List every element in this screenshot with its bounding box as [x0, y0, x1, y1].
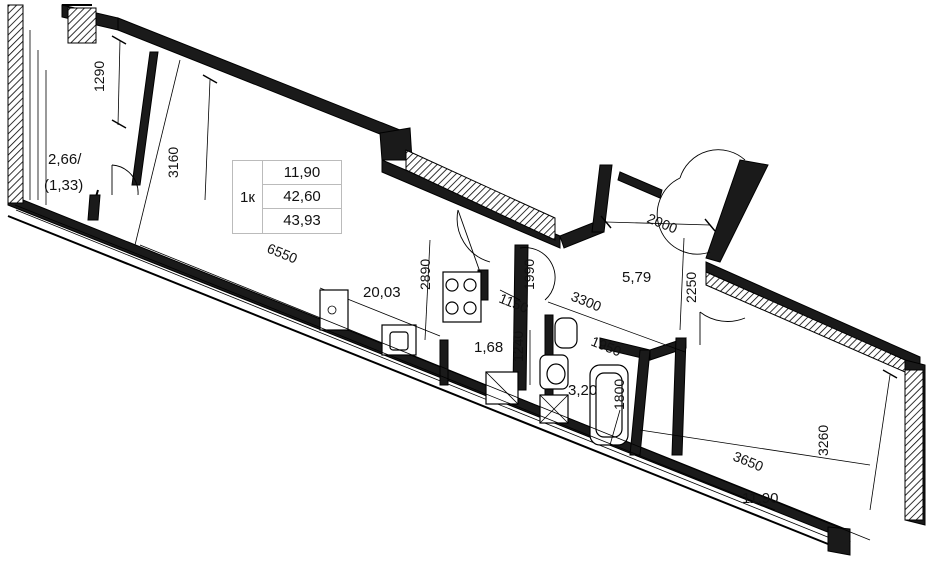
dim-loggia-depth: 1290: [91, 61, 107, 92]
boiler-icon: [319, 289, 349, 331]
interior-walls: [379, 127, 926, 556]
dim-bedroom-length: 3650: [731, 448, 766, 475]
dim-bedroom-width: 3260: [815, 425, 831, 456]
dim-living-length: 6550: [265, 240, 300, 267]
apartment-summary: 1к 11,90 42,60 43,93: [232, 160, 342, 234]
bath-area: 3,20: [568, 382, 597, 399]
loggia-glazing: [7, 4, 47, 205]
washbasin-icon: [554, 317, 578, 349]
dimension-labels: 1290 3160 6550 2890 1990 1150 1240 3300 …: [91, 61, 831, 475]
dim-wc-depth: 1240: [510, 331, 526, 362]
area-total: 42,60: [262, 184, 342, 208]
room-labels: 2,66/ (1,33) 20,03 5,79 1,68 3,20 11,90: [44, 151, 778, 507]
dimension-lines: [14, 35, 898, 541]
dim-bath-length: 1800: [611, 379, 627, 410]
bath-fixtures: [485, 317, 629, 446]
loggia-area-reduced: (1,33): [44, 177, 83, 194]
doors: [111, 149, 746, 345]
area-with-balcony: 43,93: [262, 208, 342, 234]
bedroom-area: 11,90: [742, 490, 778, 507]
loggia-area: 2,66/: [48, 151, 82, 168]
loggia-partition: [87, 51, 159, 221]
dim-hall-length: 3300: [569, 288, 604, 315]
exterior-wall-top: [61, 4, 401, 141]
dim-kitchen-depth: 2890: [417, 259, 433, 290]
dim-column: 1990: [521, 259, 537, 290]
dim-bath-width: 1950: [589, 333, 624, 360]
apartment-type: 1к: [232, 160, 262, 234]
dim-entry-width: 3160: [165, 147, 181, 178]
living-area: 20,03: [363, 284, 401, 301]
dim-hall-depth: 2250: [683, 272, 699, 303]
hall-area: 5,79: [622, 269, 651, 286]
wc-area: 1,68: [474, 339, 503, 356]
living-area-total: 11,90: [262, 160, 342, 184]
dim-door-width: 2000: [645, 210, 680, 237]
kitchen-fixtures: [319, 271, 482, 356]
